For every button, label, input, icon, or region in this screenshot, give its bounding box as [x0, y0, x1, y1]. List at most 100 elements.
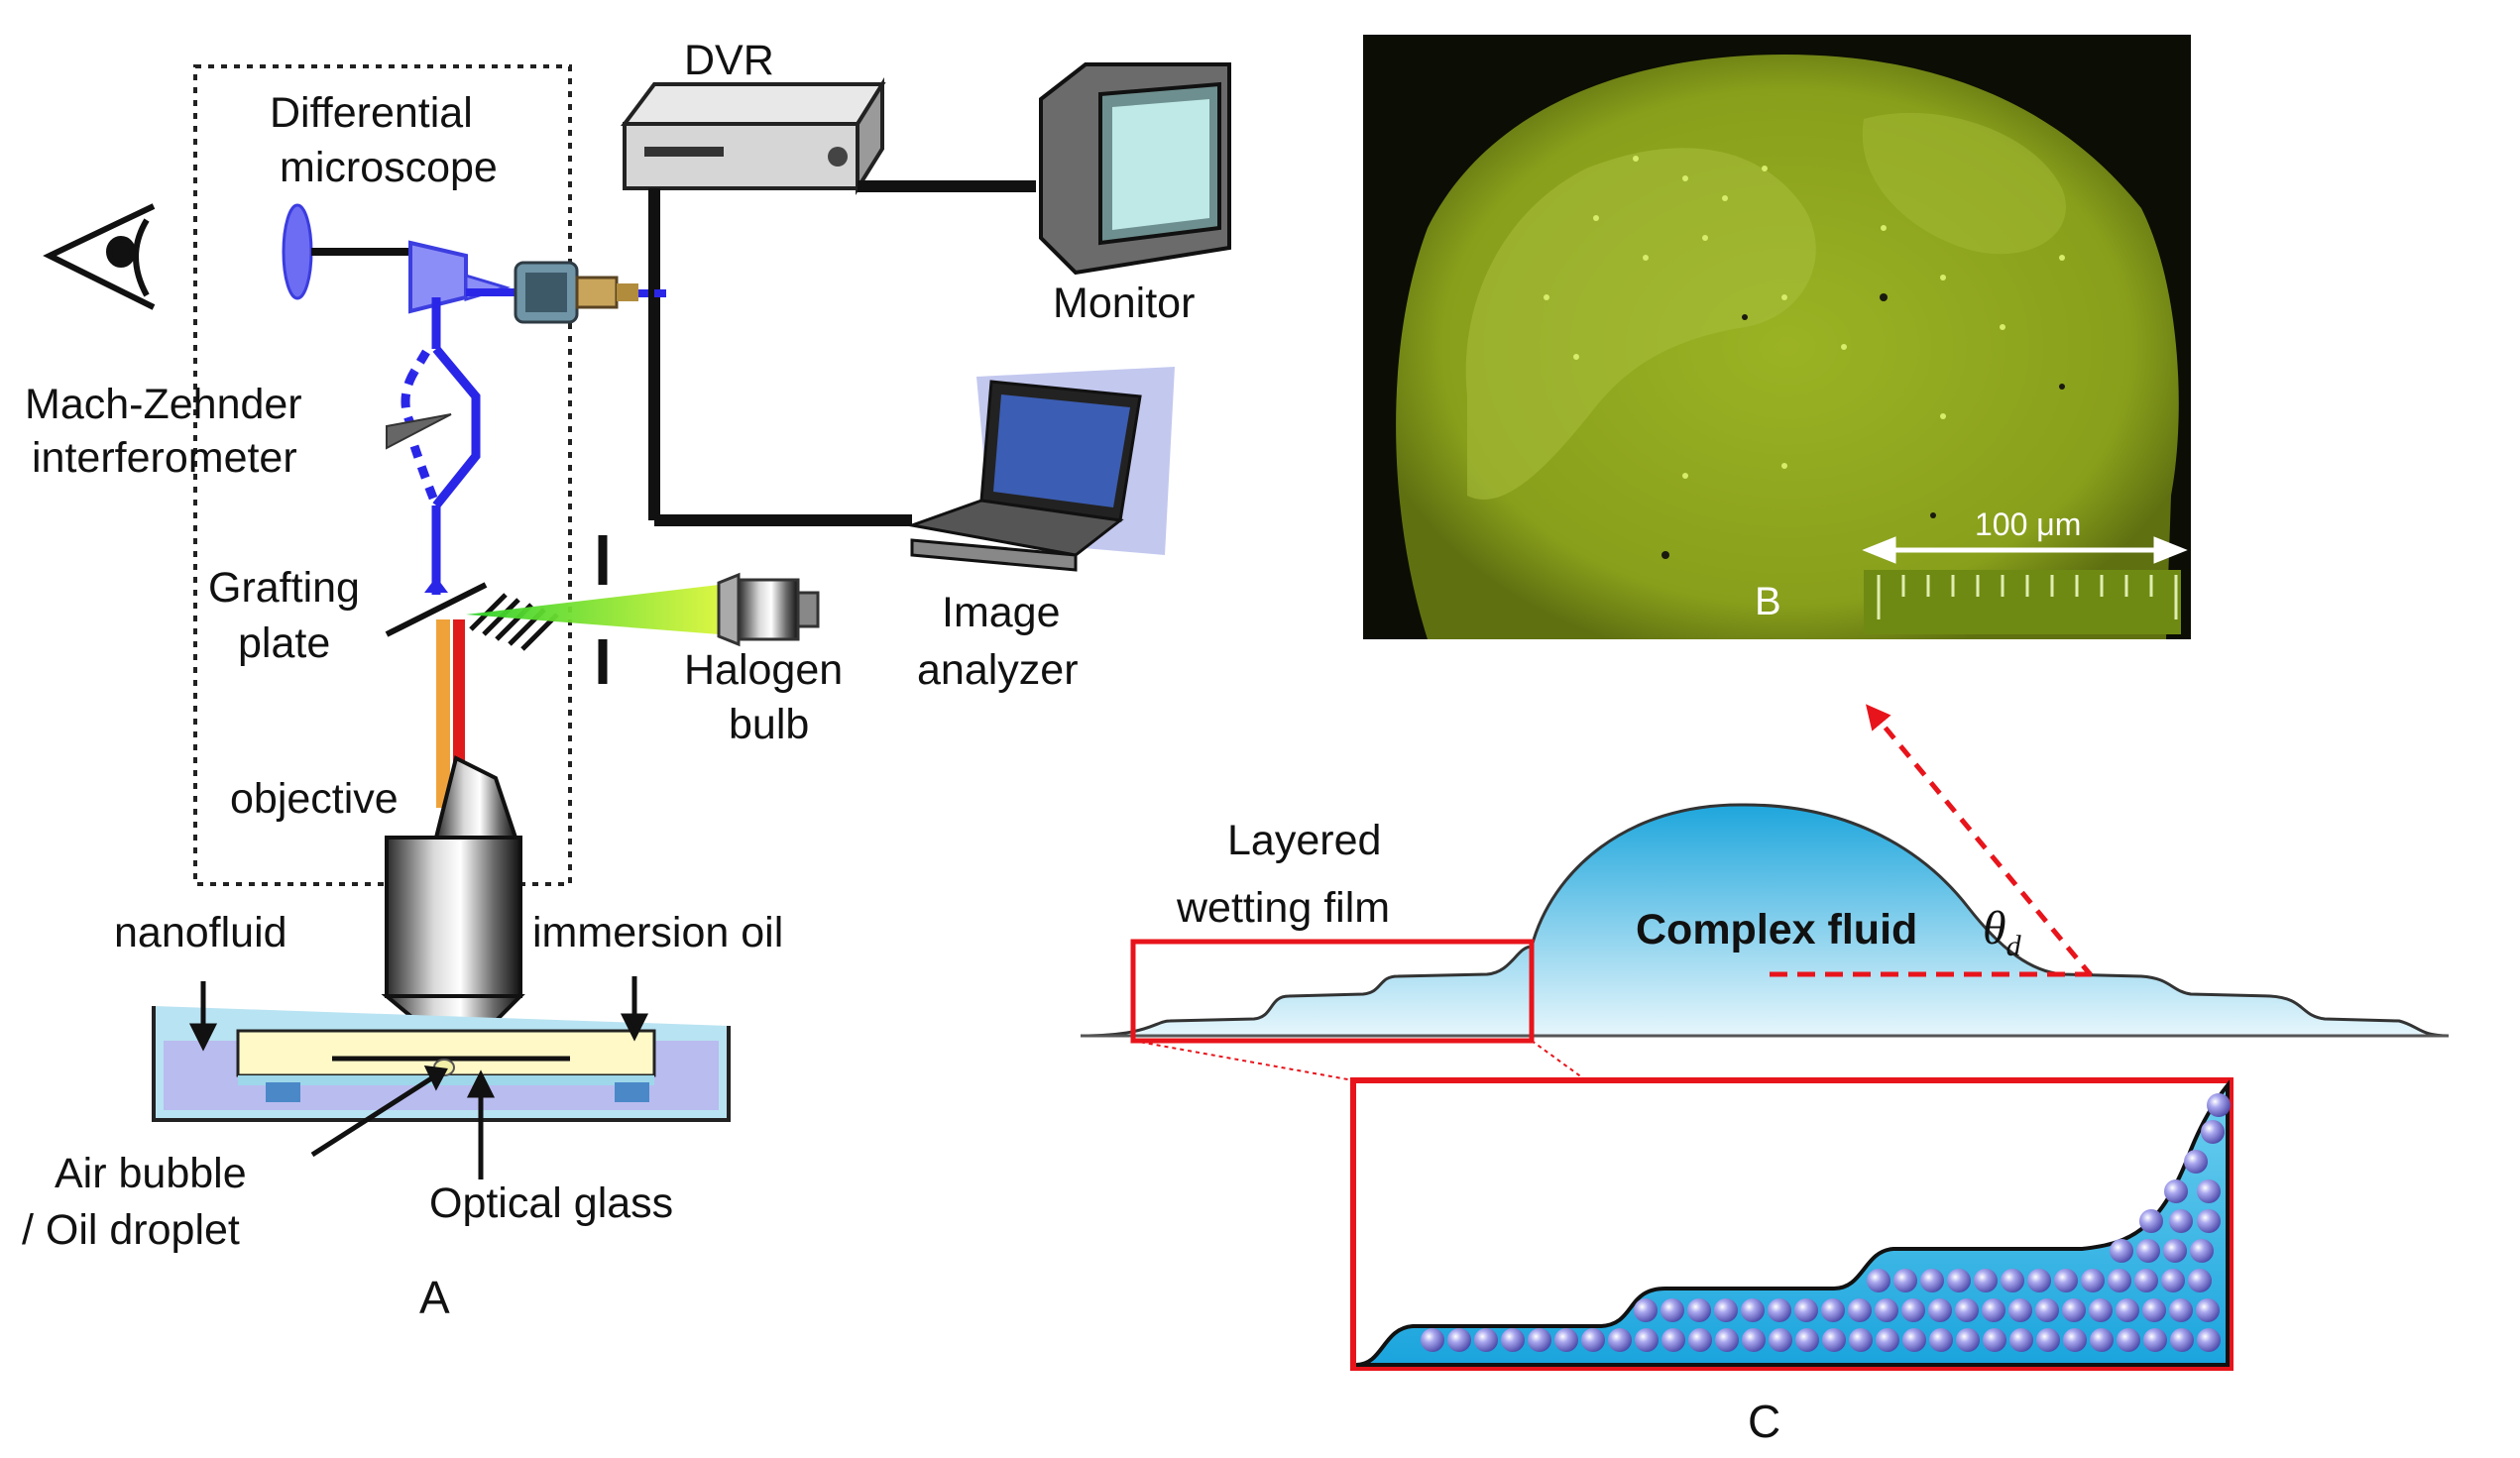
panel-b: 100 μm B — [1363, 35, 2191, 639]
particle-bead — [1528, 1328, 1551, 1352]
eyepiece-lens-icon — [282, 203, 313, 300]
particle-bead — [1928, 1298, 1952, 1322]
label-grafting-1: Grafting — [208, 564, 360, 612]
particle-bead — [1715, 1328, 1739, 1352]
particle-bead — [1821, 1298, 1845, 1322]
particle-bead — [1714, 1298, 1738, 1322]
label-mach-2: interferometer — [32, 434, 297, 482]
particle-bead — [1687, 1298, 1711, 1322]
grating-icon — [469, 593, 559, 651]
laptop-icon — [906, 367, 1175, 572]
particle-bead — [2063, 1328, 2087, 1352]
label-dvr: DVR — [684, 37, 774, 84]
particle-dots — [1544, 156, 2065, 479]
objective-icon — [381, 755, 525, 1033]
label-halogen-1: Halogen — [684, 646, 843, 694]
light-beam — [466, 585, 719, 634]
label-air-2: / Oil droplet — [22, 1206, 240, 1254]
label-monitor: Monitor — [1053, 280, 1195, 327]
scale-arrow — [1862, 536, 2188, 564]
particle-bead — [2108, 1269, 2131, 1292]
label-grafting-2: plate — [238, 619, 330, 667]
particle-bead — [2009, 1328, 2033, 1352]
particle-bead — [2164, 1179, 2188, 1203]
particle-bead — [2196, 1298, 2220, 1322]
particle-bead — [1769, 1328, 1792, 1352]
halogen-bulb-icon — [717, 572, 820, 647]
label-halogen-2: bulb — [729, 701, 809, 748]
label-mach-1: Mach-Zehnder — [25, 381, 302, 428]
theta-symbol: θ — [1983, 902, 2006, 954]
particle-bead — [1947, 1269, 1971, 1292]
particle-bead — [2036, 1328, 2060, 1352]
particle-bead — [1661, 1328, 1685, 1352]
particle-bead — [1795, 1328, 1819, 1352]
pointer-arrows — [188, 976, 649, 1179]
ruler-ticks — [1877, 575, 2178, 619]
particle-bead — [2117, 1328, 2140, 1352]
particle-bead — [2008, 1298, 2032, 1322]
particle-bead — [1768, 1298, 1791, 1322]
grafting-plate-tip-icon — [424, 577, 448, 593]
particle-bead — [1581, 1328, 1605, 1352]
particle-bead — [2027, 1269, 2051, 1292]
particle-bead — [2170, 1328, 2194, 1352]
particle-bead — [2142, 1298, 2166, 1322]
particle-bead — [1688, 1328, 1712, 1352]
particle-bead — [1634, 1298, 1658, 1322]
label-theta: θd — [1983, 902, 2022, 962]
particle-bead — [1742, 1328, 1766, 1352]
label-optical: Optical glass — [429, 1179, 673, 1227]
particle-bead — [1983, 1328, 2006, 1352]
particle-bead — [2169, 1298, 2193, 1322]
particle-bead — [2207, 1093, 2231, 1117]
particle-bead — [1902, 1328, 1926, 1352]
particle-bead — [2184, 1150, 2208, 1174]
particle-bead — [2139, 1209, 2163, 1233]
wedge-icon — [386, 413, 452, 450]
monitor-icon — [1039, 62, 1231, 276]
label-nanofluid: nanofluid — [114, 909, 287, 956]
particle-bead — [2089, 1298, 2113, 1322]
particle-bead — [1901, 1298, 1925, 1322]
mach-zehnder-path — [401, 297, 481, 595]
particle-bead — [1929, 1328, 1953, 1352]
particle-bead — [2197, 1209, 2221, 1233]
particle-bead — [2110, 1239, 2133, 1263]
particle-bead — [1982, 1298, 2005, 1322]
particle-bead — [1974, 1269, 1998, 1292]
particle-bead — [2169, 1209, 2193, 1233]
label-differential-1: Differential — [270, 89, 473, 137]
particle-bead — [1875, 1298, 1898, 1322]
label-layered-1: Layered — [1227, 817, 1381, 864]
grafting-plate-mirror — [385, 582, 488, 637]
particle-bead — [2054, 1269, 2078, 1292]
particle-bead — [1447, 1328, 1471, 1352]
particle-bead — [1474, 1328, 1498, 1352]
particle-bead — [1501, 1328, 1525, 1352]
particle-bead — [2090, 1328, 2114, 1352]
camera-icon — [514, 261, 638, 324]
theta-subscript: d — [2006, 930, 2022, 962]
panel-b-letter: B — [1755, 580, 1781, 623]
particle-bead — [2197, 1179, 2221, 1203]
label-air-1: Air bubble — [55, 1150, 247, 1197]
particle-bead — [1608, 1328, 1632, 1352]
zoom-film — [1355, 1079, 2230, 1367]
particle-bead — [2134, 1269, 2158, 1292]
particle-bead — [1893, 1269, 1917, 1292]
particle-bead — [2001, 1269, 2024, 1292]
cables — [648, 180, 1036, 526]
panel-c-letter: C — [1748, 1396, 1780, 1447]
particle-bead — [2197, 1328, 2221, 1352]
label-image-1: Image — [942, 589, 1061, 636]
label-objective: objective — [230, 775, 399, 823]
droplet-profile — [1080, 803, 2450, 1038]
particle-bead — [1661, 1298, 1684, 1322]
contact-line-arrow — [1866, 704, 2094, 978]
particle-bead — [2143, 1328, 2167, 1352]
particle-bead — [1794, 1298, 1818, 1322]
particle-bead — [2136, 1239, 2160, 1263]
domain-region — [1465, 148, 1816, 500]
